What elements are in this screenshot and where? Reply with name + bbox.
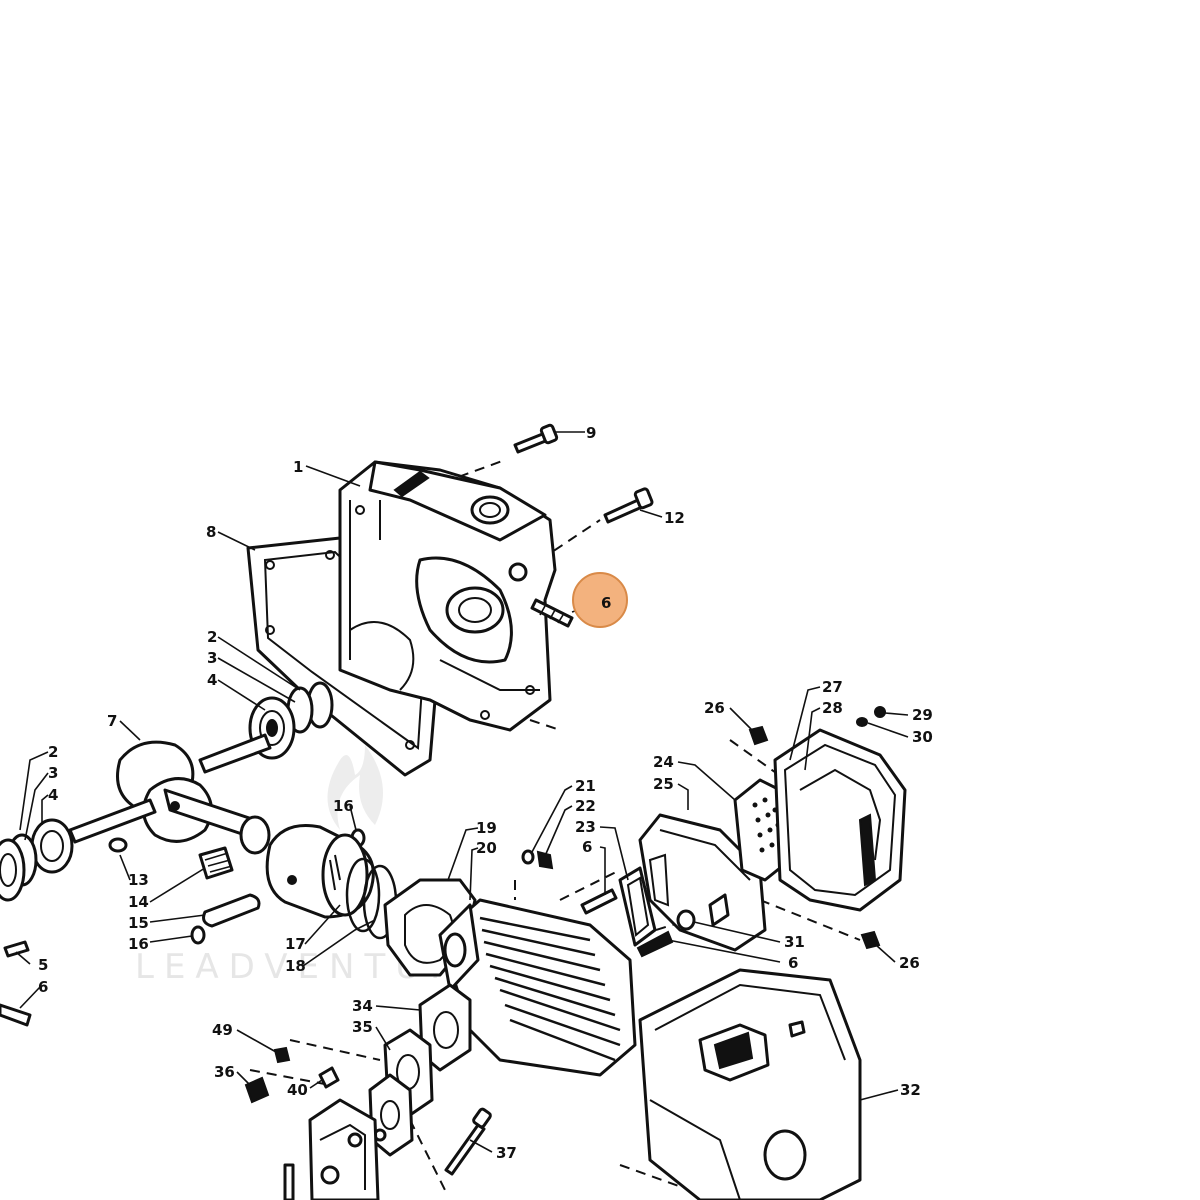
callout-16-lower[interactable]: 16 (128, 935, 149, 953)
highlight-marker[interactable] (572, 572, 628, 628)
callout-8[interactable]: 8 (206, 523, 216, 541)
callout-26-upper[interactable]: 26 (704, 699, 725, 717)
callout-34[interactable]: 34 (352, 997, 373, 1015)
callout-7[interactable]: 7 (107, 712, 117, 730)
callout-49[interactable]: 49 (212, 1021, 233, 1039)
callout-leaders (15, 431, 909, 1153)
callout-21[interactable]: 21 (575, 777, 596, 795)
callout-1[interactable]: 1 (293, 458, 303, 476)
callout-35[interactable]: 35 (352, 1018, 373, 1036)
callout-2[interactable]: 2 (207, 628, 217, 646)
callout-6-stud[interactable]: 6 (582, 838, 592, 856)
small-parts-piston-pin (108, 828, 366, 945)
bolt-36 (244, 1076, 270, 1104)
nut-26-lower (860, 930, 881, 950)
callout-37[interactable]: 37 (496, 1144, 517, 1162)
callout-26-lower[interactable]: 26 (899, 954, 920, 972)
intake-gasket-and-flange (383, 983, 472, 1117)
callout-5[interactable]: 5 (38, 956, 48, 974)
callout-23[interactable]: 23 (575, 818, 596, 836)
callout-17[interactable]: 17 (285, 935, 306, 953)
callout-27[interactable]: 27 (822, 678, 843, 696)
callout-30[interactable]: 30 (912, 728, 933, 746)
callout-6-left[interactable]: 6 (38, 978, 48, 996)
callout-22[interactable]: 22 (575, 797, 596, 815)
part-40 (318, 1066, 340, 1089)
bolt-9 (513, 423, 559, 454)
callout-6-highlighted[interactable]: 6 (601, 594, 611, 612)
cylinder-shroud (638, 968, 862, 1200)
crankshaft-seal-bearing-upper (248, 681, 334, 760)
nut-49 (273, 1046, 291, 1064)
pin-5-and-stud-6-left (0, 940, 32, 1027)
muffler-body (638, 813, 767, 952)
carburetor (283, 1098, 380, 1200)
callout-6-muffler[interactable]: 6 (788, 954, 798, 972)
callout-4[interactable]: 4 (207, 671, 217, 689)
callout-24[interactable]: 24 (653, 753, 674, 771)
callout-labels: 1 8 9 12 6 2 3 4 7 2 3 4 16 13 14 15 16 … (38, 424, 933, 1162)
callout-32[interactable]: 32 (900, 1081, 921, 1099)
callout-16-upper[interactable]: 16 (333, 797, 354, 815)
callout-13[interactable]: 13 (128, 871, 149, 889)
spacer-31 (676, 909, 696, 931)
crankshaft (68, 733, 272, 855)
cylinder (438, 898, 637, 1077)
callout-40[interactable]: 40 (287, 1081, 308, 1099)
callout-36[interactable]: 36 (214, 1063, 235, 1081)
crankcase (338, 460, 557, 732)
stud-6-upper (530, 598, 574, 628)
callout-18[interactable]: 18 (285, 957, 306, 975)
callout-19[interactable]: 19 (476, 819, 497, 837)
screw-29-washer-30 (856, 706, 886, 727)
callout-15[interactable]: 15 (128, 914, 149, 932)
muffler-outer-cover (773, 728, 907, 912)
crankshaft-seal-bearing-lower (0, 818, 74, 902)
callout-14[interactable]: 14 (128, 893, 149, 911)
callout-31[interactable]: 31 (784, 933, 805, 951)
callout-25[interactable]: 25 (653, 775, 674, 793)
piston-and-rings (265, 824, 398, 940)
callout-20[interactable]: 20 (476, 839, 497, 857)
screw-37 (444, 1107, 492, 1176)
callout-9[interactable]: 9 (586, 424, 596, 442)
nut-26-upper (748, 725, 769, 746)
callout-3[interactable]: 3 (207, 649, 217, 667)
callout-28[interactable]: 28 (822, 699, 843, 717)
stud-6-muffler (580, 888, 674, 958)
muffler-gasket (618, 866, 657, 947)
callout-12[interactable]: 12 (664, 509, 685, 527)
bolt-12 (603, 487, 654, 524)
callout-4-lower[interactable]: 4 (48, 786, 58, 804)
callout-29[interactable]: 29 (912, 706, 933, 724)
callout-3-lower[interactable]: 3 (48, 764, 58, 782)
callout-2-lower[interactable]: 2 (48, 743, 58, 761)
nut-and-washer-21-22 (521, 849, 554, 870)
